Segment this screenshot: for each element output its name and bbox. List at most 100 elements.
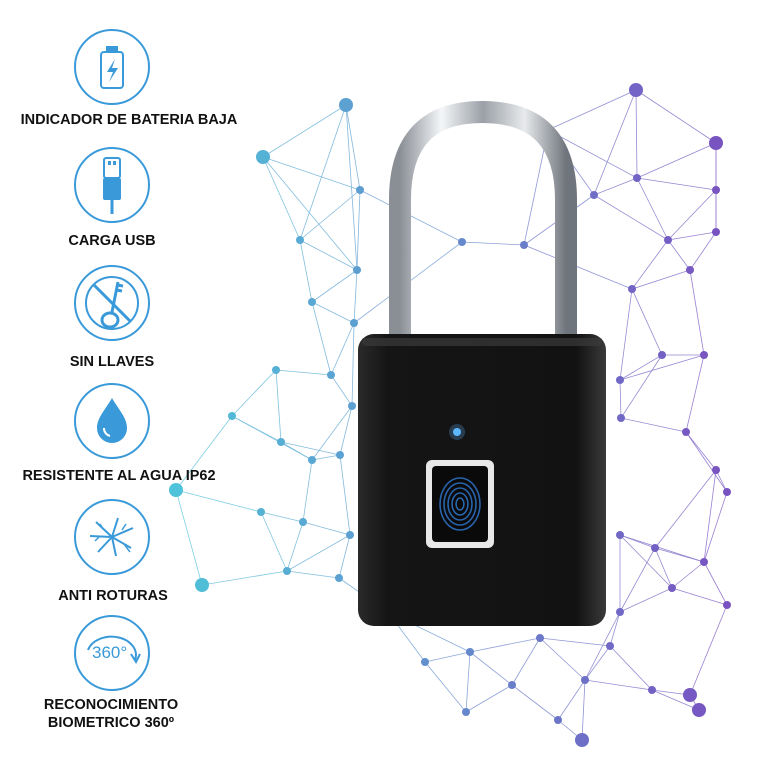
label-biometric-2: BIOMETRICO 360º: [48, 715, 175, 731]
network-line: [689, 604, 728, 696]
network-node: [536, 634, 544, 642]
network-node: [712, 186, 720, 194]
network-node: [554, 716, 562, 724]
label-battery: INDICADOR DE BATERIA BAJA: [21, 112, 238, 128]
network-node: [668, 584, 676, 592]
network-line: [465, 651, 471, 713]
network-line: [715, 469, 728, 493]
network-line: [685, 431, 728, 493]
network-node: [664, 236, 672, 244]
network-line: [262, 156, 358, 271]
network-node: [575, 733, 589, 747]
network-node: [712, 228, 720, 236]
network-node: [723, 488, 731, 496]
network-line: [620, 417, 687, 433]
network-line: [424, 651, 471, 663]
network-line: [175, 489, 203, 586]
network-node: [353, 266, 361, 274]
network-node: [339, 98, 353, 112]
network-node: [466, 648, 474, 656]
network-line: [311, 405, 353, 461]
network-node: [458, 238, 466, 246]
network-line: [465, 684, 513, 713]
network-line: [654, 547, 705, 563]
network-line: [667, 239, 691, 271]
rotate-circle: [74, 615, 150, 691]
network-line: [299, 189, 361, 241]
network-node: [616, 608, 624, 616]
network-line: [609, 611, 621, 647]
network-node: [682, 428, 690, 436]
network-line: [338, 534, 351, 579]
network-line: [260, 511, 288, 572]
network-line: [280, 441, 341, 456]
network-node: [508, 681, 516, 689]
network-line: [286, 534, 351, 572]
network-nodes: [169, 83, 731, 747]
network-node: [335, 574, 343, 582]
network-line: [275, 369, 282, 443]
network-line: [651, 689, 700, 711]
network-line: [351, 322, 355, 407]
feature-icons: 360°: [74, 29, 150, 691]
network-line: [619, 288, 633, 381]
usb-cable-icon: [103, 157, 121, 214]
network-node: [658, 351, 666, 359]
network-line: [353, 269, 358, 324]
label-no-key: SIN LLAVES: [70, 354, 155, 370]
network-line: [330, 374, 353, 407]
network-node: [272, 366, 280, 374]
network-line: [619, 534, 705, 563]
network-line: [685, 431, 717, 471]
network-node: [356, 186, 364, 194]
network-node: [617, 414, 625, 422]
network-line: [635, 89, 717, 144]
network-line: [275, 369, 332, 376]
network-line: [511, 684, 559, 721]
network-line: [689, 231, 717, 271]
crack-icon: [89, 517, 134, 557]
network-node: [299, 518, 307, 526]
network-line: [584, 679, 653, 691]
padlock: [358, 100, 606, 626]
network-line: [356, 189, 361, 271]
network-node: [590, 191, 598, 199]
network-line: [619, 354, 663, 381]
network-line: [654, 547, 673, 589]
network-line: [299, 239, 313, 303]
no-key-icon: [85, 276, 139, 330]
network-line: [703, 491, 728, 563]
network-node: [628, 285, 636, 293]
network-node: [520, 241, 528, 249]
network-line: [593, 89, 637, 196]
network-node: [700, 351, 708, 359]
network-line: [262, 104, 347, 158]
network-line: [345, 104, 358, 271]
network-line: [631, 288, 663, 356]
network-node: [723, 601, 731, 609]
network-line: [311, 269, 358, 303]
network-line: [311, 454, 341, 461]
network-line: [469, 637, 541, 653]
network-line: [671, 587, 728, 606]
label-biometric-1: RECONOCIMIENTO: [44, 697, 178, 713]
network-line: [620, 354, 663, 419]
network-line: [286, 570, 340, 579]
network-line: [685, 354, 705, 433]
network-node: [257, 508, 265, 516]
network-node: [616, 376, 624, 384]
padlock-shackle: [389, 100, 577, 345]
network-line: [631, 239, 669, 290]
network-node: [709, 136, 723, 150]
network-node: [616, 531, 624, 539]
network-node: [651, 544, 659, 552]
network-node: [686, 266, 694, 274]
network-node: [581, 676, 589, 684]
label-water: RESISTENTE AL AGUA IP62: [22, 468, 215, 484]
network-node: [648, 686, 656, 694]
network-line: [593, 177, 638, 196]
network-node: [169, 483, 183, 497]
network-line: [175, 415, 233, 491]
network-line: [311, 301, 332, 376]
water-drop-icon: [97, 398, 127, 443]
